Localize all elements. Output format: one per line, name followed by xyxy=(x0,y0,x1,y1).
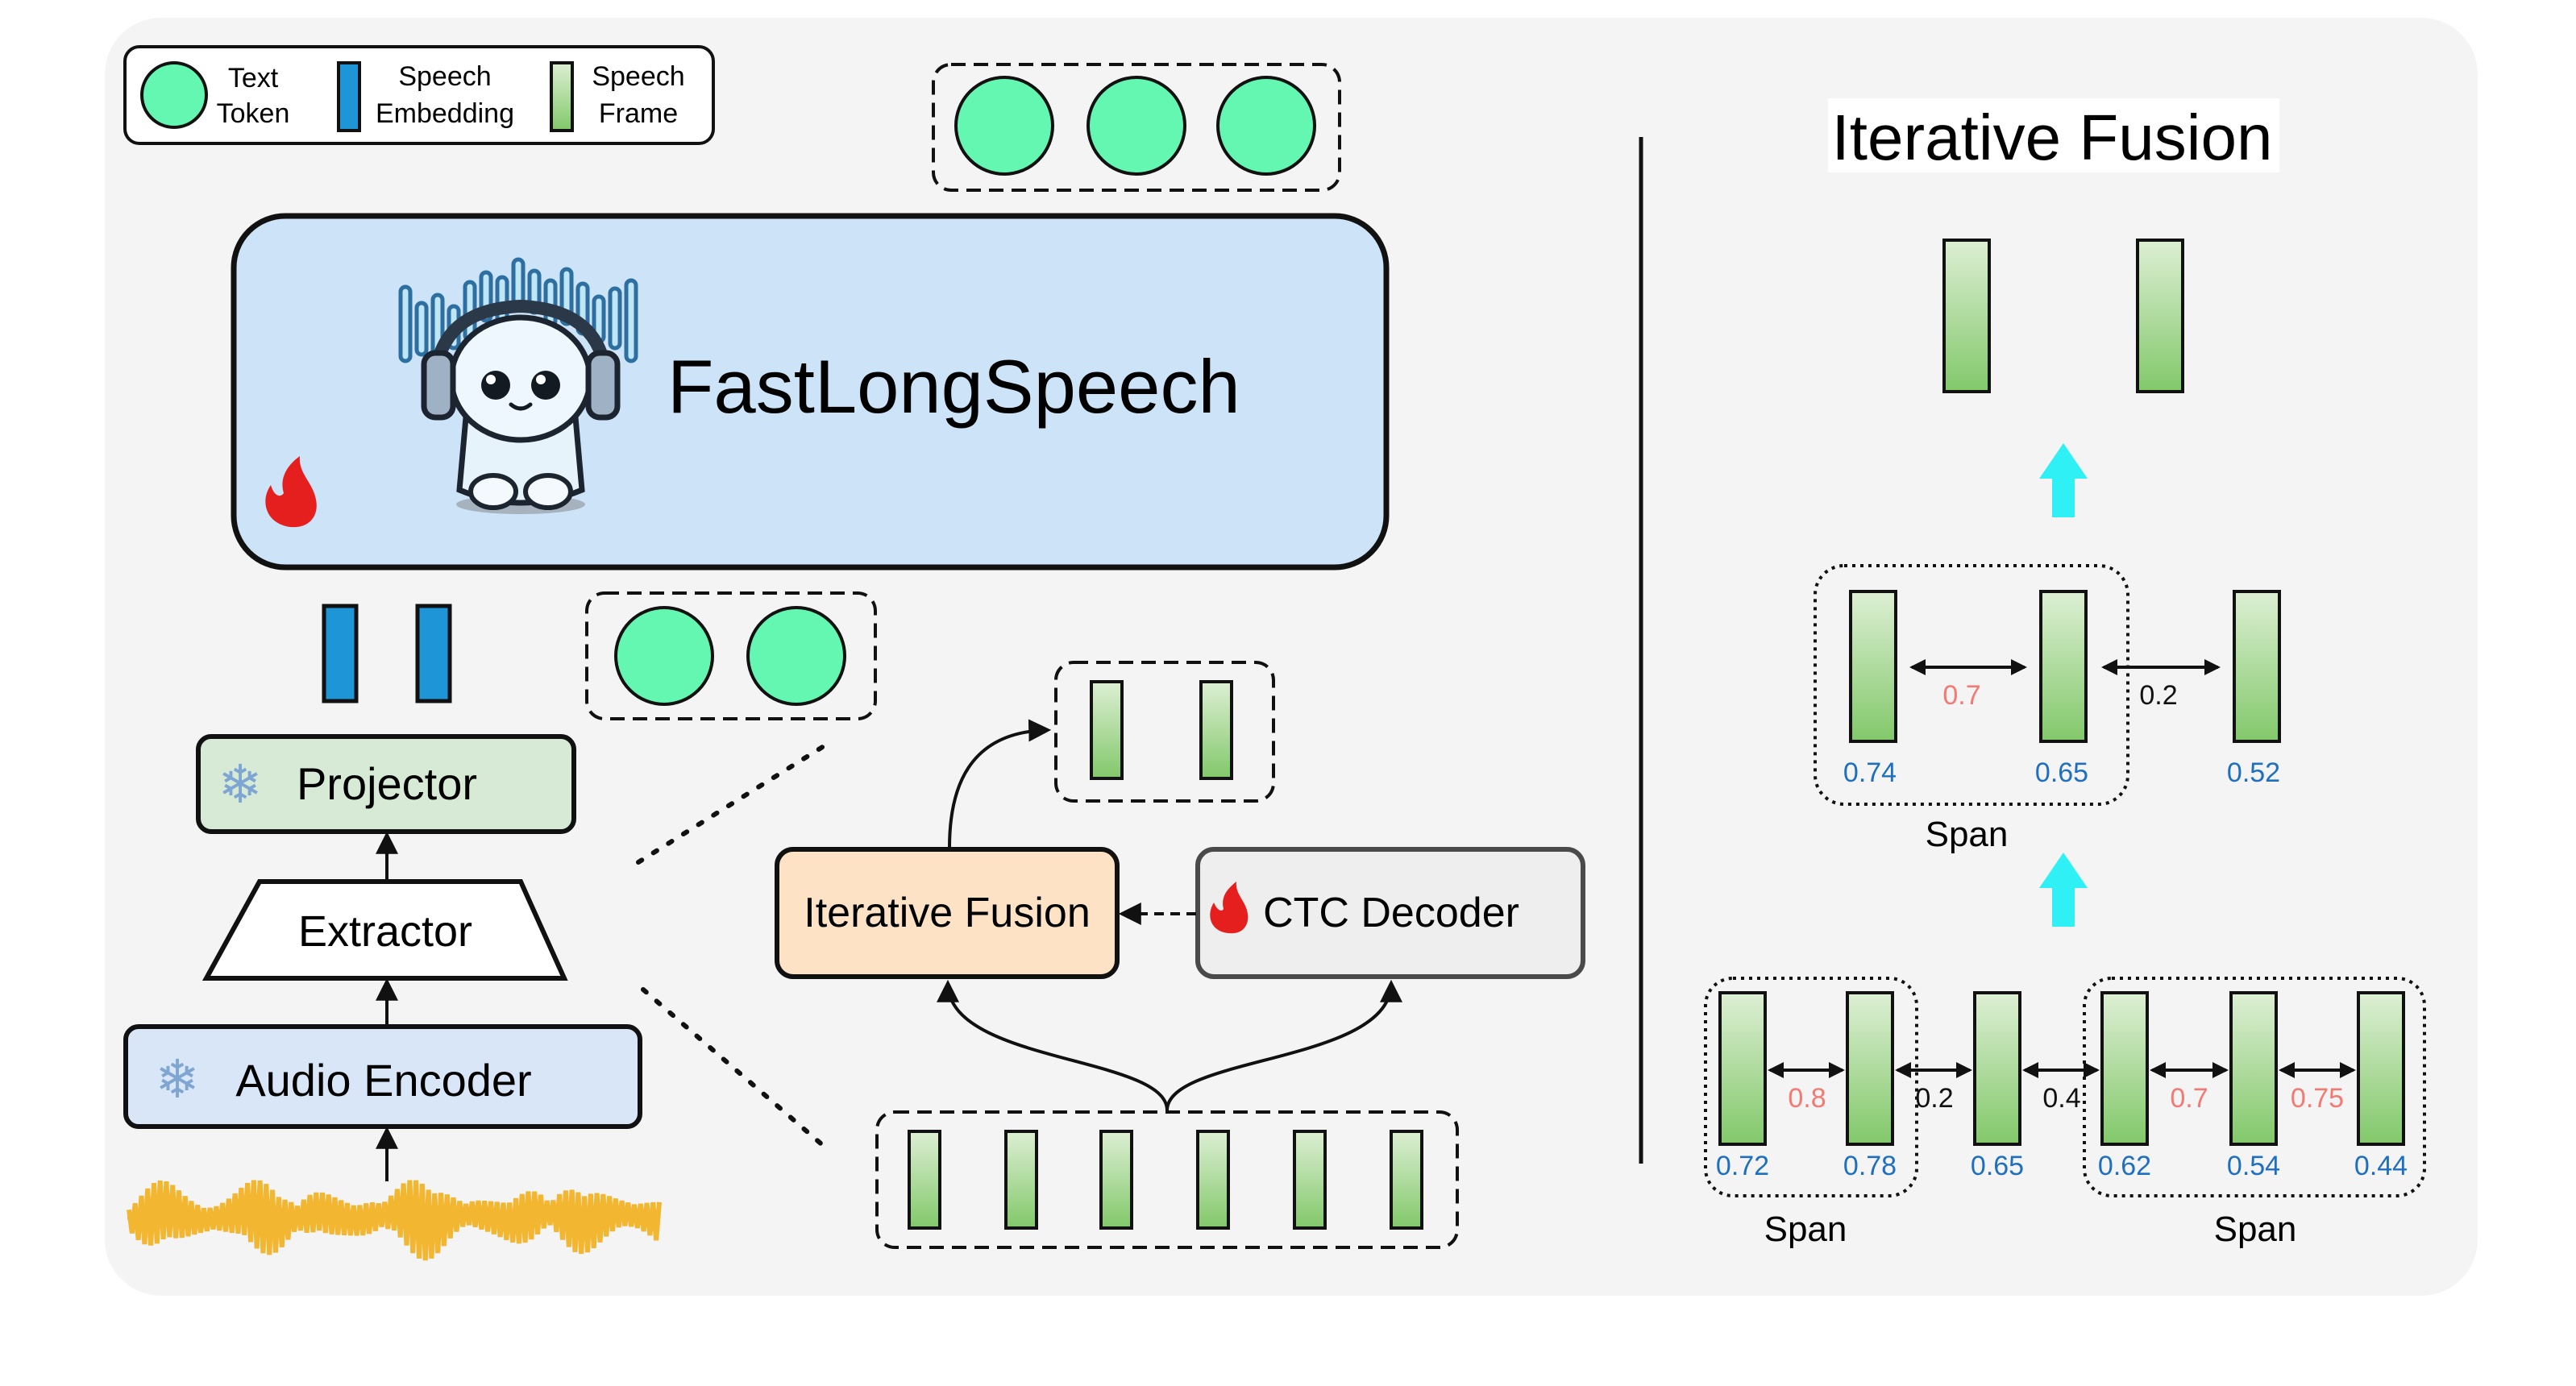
text-token xyxy=(746,606,846,706)
span-box xyxy=(1704,977,1918,1197)
legend-speech-frame-line2: Frame xyxy=(599,98,678,129)
confidence-score: 0.72 xyxy=(1716,1151,1769,1181)
extractor-label: Extractor xyxy=(298,907,472,956)
speech-embedding xyxy=(322,604,359,703)
llm-box: FastLongSpeech xyxy=(231,213,1390,571)
fused-frames xyxy=(1054,661,1275,803)
zoom-line xyxy=(641,987,828,1150)
speech-frame xyxy=(2136,239,2184,393)
legend-speech-embedding-line1: Speech xyxy=(398,61,491,92)
speech-frame xyxy=(1099,1130,1133,1230)
legend-speech-frame-icon xyxy=(550,61,574,132)
speech-frame xyxy=(1390,1130,1423,1230)
similarity-score: 0.4 xyxy=(2042,1083,2080,1114)
arrow-fusion-to-frames xyxy=(948,719,1052,849)
speech-frame xyxy=(1846,991,1894,1146)
speech-frame xyxy=(2229,991,2278,1146)
input-text-tokens xyxy=(585,591,877,720)
speech-frame xyxy=(1004,1130,1038,1230)
span-box xyxy=(1814,564,2129,806)
arrow-frames-to-fusion xyxy=(937,979,1169,1111)
bottom-row: 0.8 0.2 0.4 0.7 0.75 0.72 0.78 0.65 0.62… xyxy=(1704,977,2426,1249)
speech-frame xyxy=(1090,680,1124,780)
span-box xyxy=(2083,977,2426,1197)
right-title-bg xyxy=(1828,98,2279,172)
legend-speech-frame-line1: Speech xyxy=(592,61,684,92)
span-label: Span xyxy=(1764,1210,1847,1249)
similarity-score: 0.7 xyxy=(1942,680,1980,711)
iterative-fusion-block: Iterative Fusion xyxy=(775,847,1120,979)
input-frames xyxy=(875,1110,1459,1249)
speech-embedding xyxy=(415,604,452,703)
confidence-score: 0.65 xyxy=(1971,1151,2024,1181)
confidence-score: 0.54 xyxy=(2227,1151,2280,1181)
output-text-tokens xyxy=(932,63,1341,192)
legend-speech-embedding-line2: Embedding xyxy=(376,98,514,129)
arrow-frames-to-ctc xyxy=(1165,979,1402,1111)
audio-encoder-block: ❄ Audio Encoder xyxy=(123,1024,642,1129)
speech-frame xyxy=(2357,991,2405,1146)
text-token xyxy=(614,606,714,706)
mascot-headphones-icon xyxy=(398,257,638,514)
audio-encoder-label: Audio Encoder xyxy=(235,1055,531,1106)
cyan-up-arrow-icon xyxy=(2039,853,2088,927)
confidence-score: 0.44 xyxy=(2354,1151,2408,1181)
text-token xyxy=(1086,76,1186,176)
similarity-score: 0.75 xyxy=(2291,1083,2344,1114)
speech-frame xyxy=(2039,590,2088,743)
speech-frame xyxy=(1942,239,1991,393)
speech-frame xyxy=(1973,991,2021,1146)
confidence-score: 0.74 xyxy=(1843,757,1897,788)
confidence-score: 0.65 xyxy=(2035,757,2088,788)
middle-row: 0.7 0.2 0.74 0.65 0.52 Span xyxy=(1814,564,2281,854)
projector-label: Projector xyxy=(297,758,477,809)
projector-block: ❄ Projector xyxy=(196,734,576,834)
audio-waveform-icon xyxy=(127,1180,662,1261)
text-token xyxy=(1216,76,1316,176)
llm-name: FastLongSpeech xyxy=(667,344,1240,429)
frozen-snowflake-icon: ❄ xyxy=(155,1049,199,1109)
similarity-score: 0.8 xyxy=(1788,1083,1826,1114)
text-token xyxy=(954,76,1054,176)
speech-frame xyxy=(1718,991,1767,1146)
speech-frame xyxy=(908,1130,941,1230)
speech-frame xyxy=(1199,680,1233,780)
trainable-fire-icon xyxy=(1210,882,1249,934)
speech-frame xyxy=(1196,1130,1230,1230)
ctc-decoder-label: CTC Decoder xyxy=(1263,890,1519,936)
speech-frame xyxy=(1293,1130,1327,1230)
speech-frame xyxy=(2233,590,2281,743)
ctc-decoder-block: CTC Decoder xyxy=(1195,847,1585,979)
iterative-fusion-label: Iterative Fusion xyxy=(804,890,1091,936)
span-label: Span xyxy=(1926,815,2009,854)
legend-text-token-icon xyxy=(140,61,208,129)
speech-frame xyxy=(1849,590,1897,743)
trainable-fire-icon xyxy=(265,456,317,528)
confidence-score: 0.52 xyxy=(2227,757,2280,788)
legend-speech-embedding-icon xyxy=(337,61,361,132)
speech-frame xyxy=(2100,991,2149,1146)
right-panel-title: Iterative Fusion xyxy=(1832,102,2273,173)
legend: Text Token Speech Embedding Speech Frame xyxy=(123,45,715,145)
similarity-score: 0.2 xyxy=(1915,1083,1953,1114)
legend-text-token-line2: Token xyxy=(217,98,290,129)
extractor-block: Extractor xyxy=(202,879,568,981)
frozen-snowflake-icon: ❄ xyxy=(218,754,262,814)
cyan-up-arrow-icon xyxy=(2039,443,2088,517)
span-label: Span xyxy=(2214,1210,2297,1249)
similarity-score: 0.2 xyxy=(2139,680,2177,711)
confidence-score: 0.62 xyxy=(2098,1151,2151,1181)
confidence-score: 0.78 xyxy=(1843,1151,1897,1181)
similarity-score: 0.7 xyxy=(2170,1083,2208,1114)
legend-text-token-line1: Text xyxy=(228,63,279,93)
zoom-line xyxy=(636,744,826,865)
